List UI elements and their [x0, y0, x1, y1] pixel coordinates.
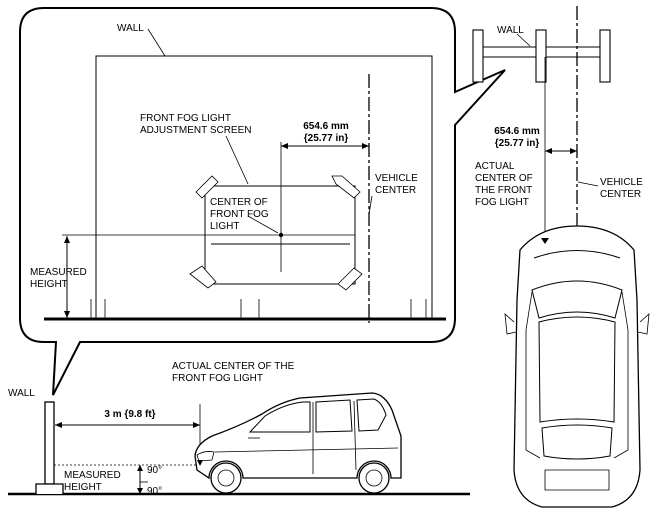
top-fog-light-marker: [541, 238, 549, 244]
wall-bottom-ticks: [90, 299, 427, 319]
screen-label-2: ADJUSTMENT SCREEN: [140, 125, 252, 136]
center-label-2: FRONT FOG: [210, 209, 269, 220]
top-wall-leader: [516, 33, 531, 47]
top-wall: [472, 29, 611, 83]
top-vehicle-center-1: VEHICLE: [600, 177, 643, 188]
fog-light-center-dot: [278, 232, 284, 238]
side-car: [194, 392, 402, 494]
top-vehicle-center-leader: [577, 181, 599, 187]
side-actual-center-2: FRONT FOG LIGHT: [172, 373, 263, 384]
side-distance-label: 3 m {9.8 ft}: [104, 409, 155, 420]
callout-distance-mm: 654.6 mm: [303, 121, 349, 132]
side-angle-bottom: 90°: [147, 486, 162, 497]
center-label-3: LIGHT: [210, 221, 239, 232]
screen-tape-corners: [189, 175, 363, 291]
side-wall-label: WALL: [8, 388, 35, 399]
top-actual-2: CENTER OF: [475, 173, 533, 184]
callout-outline: [19, 7, 506, 396]
callout-measured-2: HEIGHT: [30, 279, 68, 290]
screen-label-1: FRONT FOG LIGHT: [140, 113, 231, 124]
callout-arrow-left: [281, 143, 288, 149]
callout-distance-in: {25.77 in}: [304, 133, 349, 144]
top-actual-4: FOG LIGHT: [475, 197, 529, 208]
side-measured-2: HEIGHT: [64, 482, 102, 493]
side-wall-post: [35, 401, 64, 494]
side-angle-top: 90°: [147, 465, 162, 476]
side-actual-center-1: ACTUAL CENTER OF THE: [172, 361, 295, 372]
center-label-1: CENTER OF: [210, 197, 268, 208]
top-car: [504, 225, 650, 508]
callout-bubble: [19, 7, 506, 396]
callout-arrow-right: [362, 143, 369, 149]
callout-measured-1: MEASURED: [30, 267, 87, 278]
screen-leader: [225, 135, 249, 185]
wall-leader: [147, 28, 166, 57]
top-actual-3: THE FRONT: [475, 185, 532, 196]
top-distance-in: {25.77 in}: [495, 138, 540, 149]
top-actual-1: ACTUAL: [475, 161, 515, 172]
callout-wall-label: WALL: [117, 23, 144, 34]
top-vehicle-center-2: CENTER: [600, 189, 641, 200]
side-fog-light-marker: [197, 460, 203, 466]
callout-vehicle-center-2: CENTER: [375, 185, 416, 196]
center-leader: [247, 215, 279, 234]
callout-vehicle-center-1: VEHICLE: [375, 173, 418, 184]
callout-vehicle-center-leader: [368, 195, 373, 215]
top-wall-label: WALL: [497, 25, 524, 36]
side-measured-1: MEASURED: [64, 470, 121, 481]
top-distance-mm: 654.6 mm: [494, 126, 540, 137]
